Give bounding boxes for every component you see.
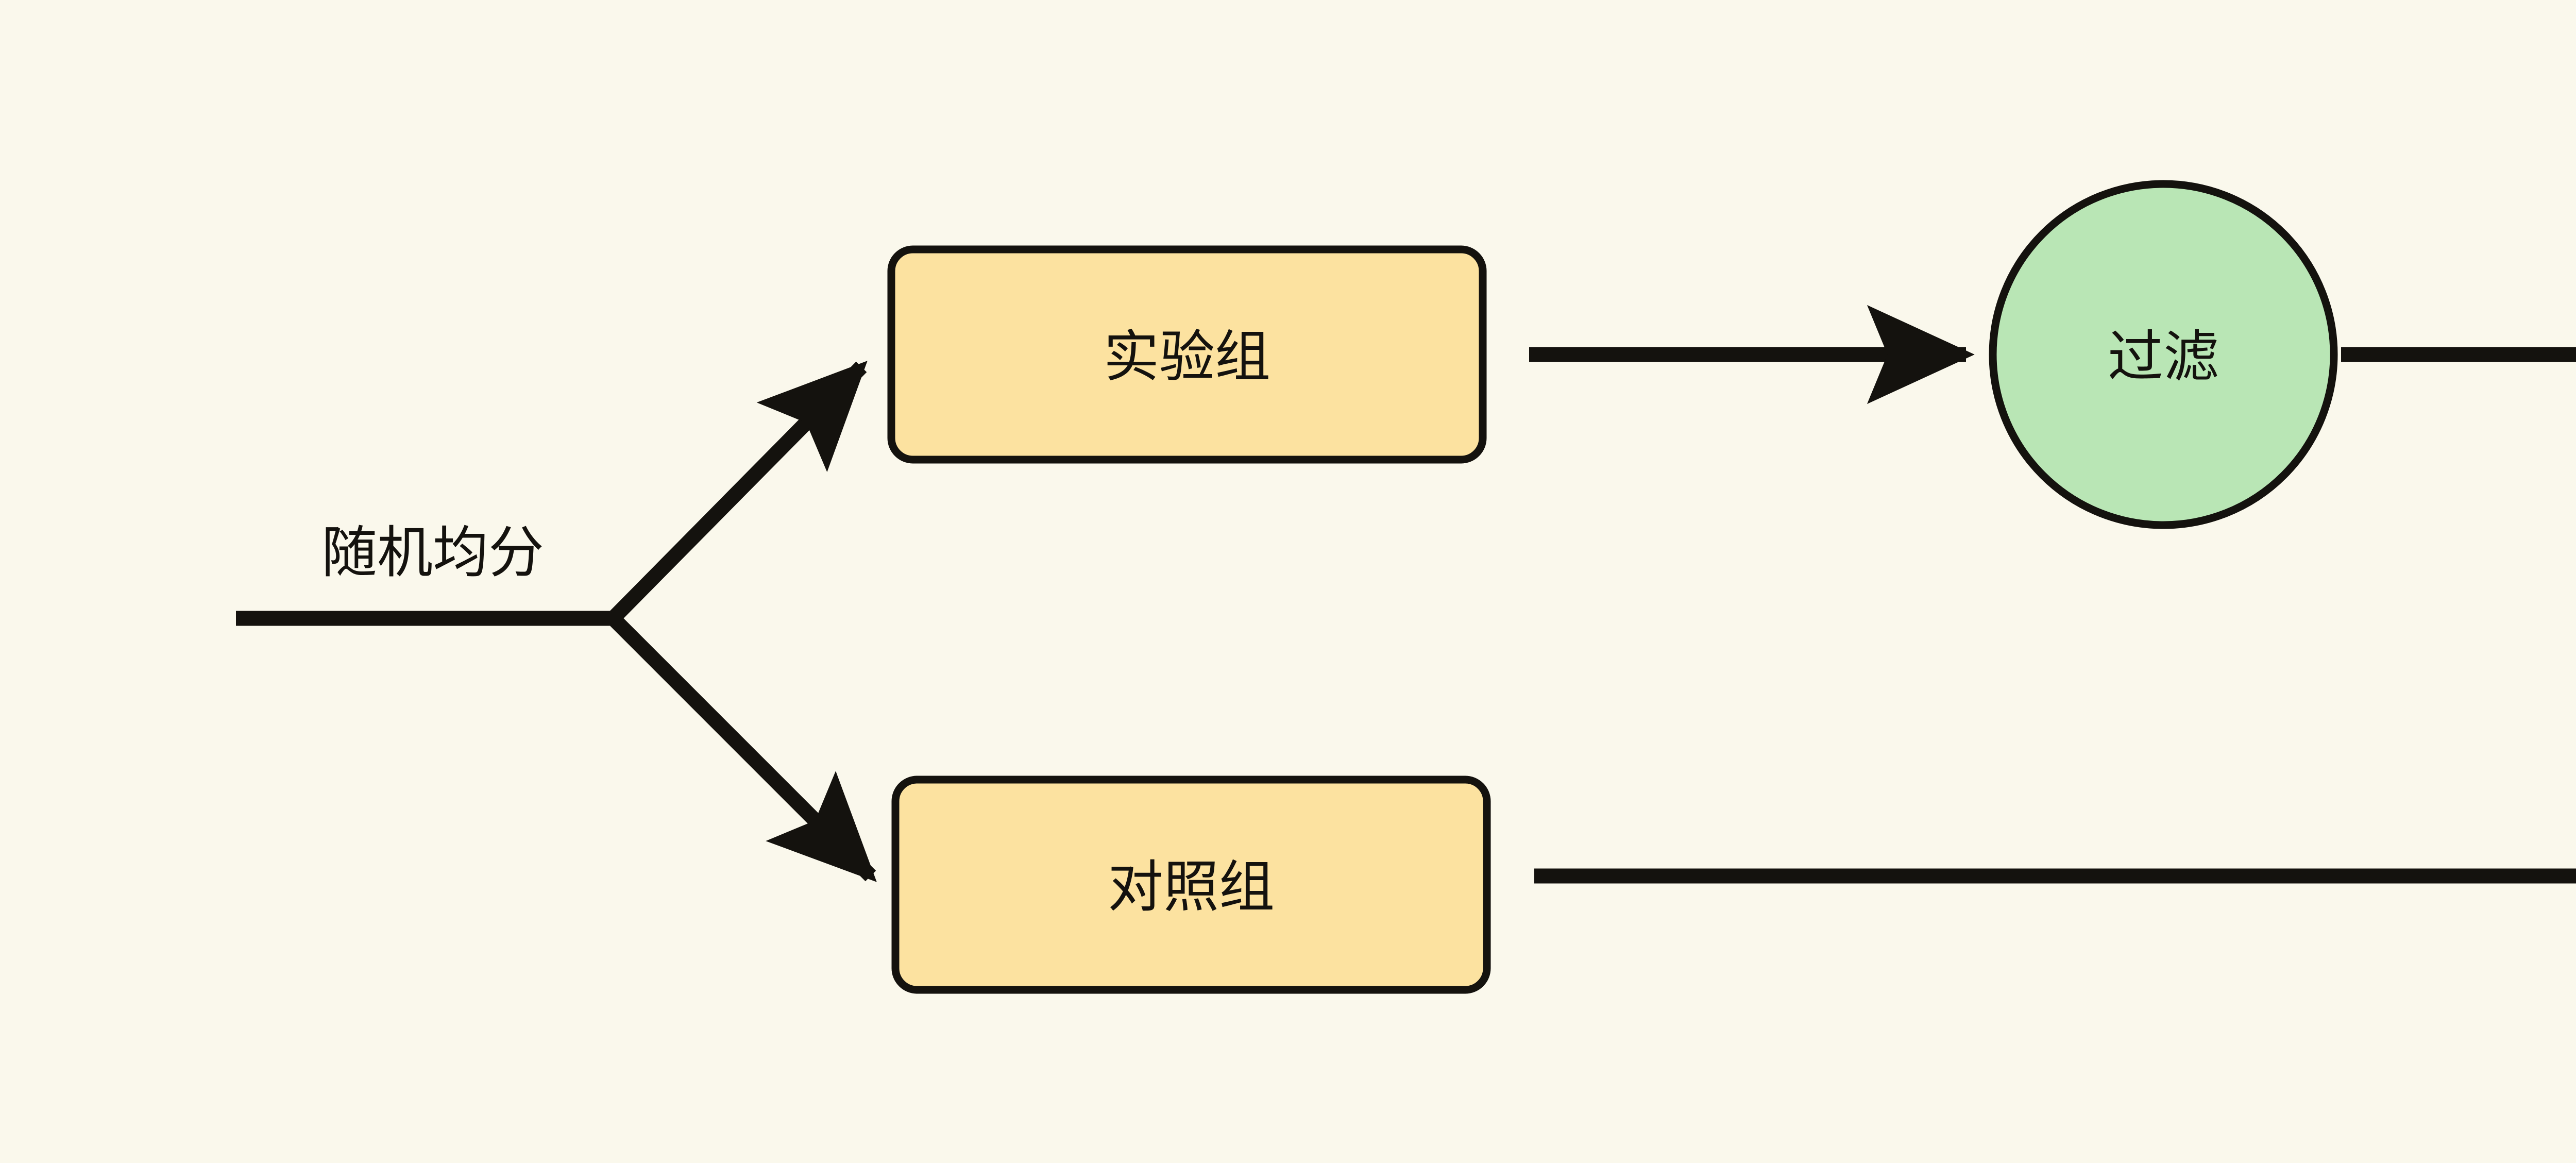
- node-control-group-box[interactable]: [891, 776, 1491, 994]
- node-filter-circle[interactable]: [1989, 180, 2338, 529]
- edge-split-to-experiment-group: [607, 361, 868, 624]
- edge-label-random-split: 随机均分: [321, 521, 544, 584]
- node-experiment-group-box[interactable]: [887, 245, 1487, 464]
- edge-split-to-control-group: [607, 613, 877, 882]
- node-control-group-label: 对照组: [1108, 856, 1275, 918]
- node-experiment-group-label: 实验组: [1104, 326, 1270, 388]
- node-filter-label: 过滤: [2108, 326, 2219, 388]
